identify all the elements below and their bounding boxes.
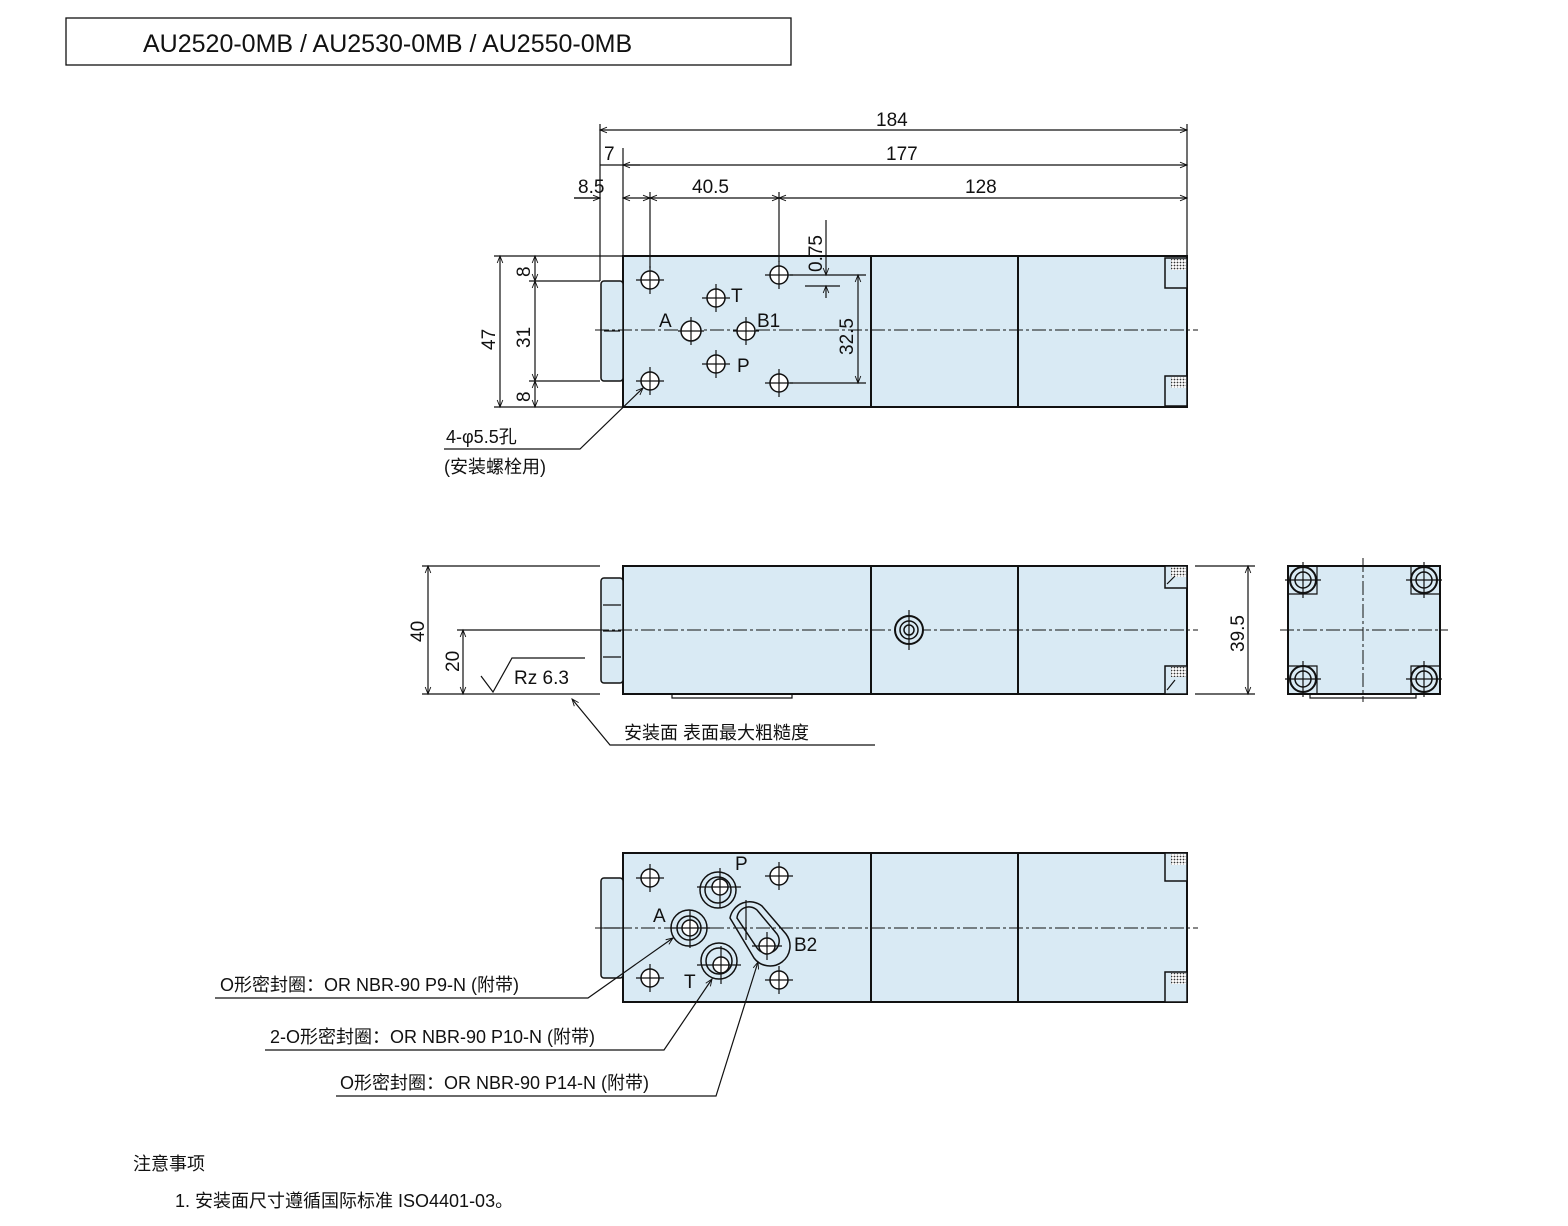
dim-31: 31	[514, 327, 535, 348]
title-box: AU2520-0MB / AU2530-0MB / AU2550-0MB	[65, 17, 792, 66]
side-view: 40 20 39.5 Rz 6.3 安装面 表面最大粗糙度	[408, 564, 1255, 746]
mounting-holes	[636, 261, 793, 397]
dim-8-top: 8	[514, 266, 535, 277]
dim-8-5: 8.5	[578, 177, 604, 198]
dim-40-5: 40.5	[692, 177, 729, 198]
port-label-p: P	[737, 356, 750, 377]
notes-heading: 注意事项	[133, 1154, 205, 1174]
title: AU2520-0MB / AU2530-0MB / AU2550-0MB	[143, 30, 632, 58]
dim-0-75: 0.75	[806, 235, 827, 272]
dim-47: 47	[479, 329, 500, 350]
mounting-holes-bottom	[636, 862, 793, 994]
dim-177: 177	[886, 144, 918, 165]
hole-note-sub: (安装螺栓用)	[444, 457, 546, 477]
dim-39-5: 39.5	[1228, 615, 1249, 652]
port-label-b1: B1	[757, 311, 780, 332]
seal-note-p9: O形密封圈：OR NBR-90 P9-N (附带)	[220, 975, 519, 995]
notes: 注意事项 1. 安装面尺寸遵循国际标准 ISO4401-03。	[133, 1154, 513, 1211]
port-label-a: A	[659, 311, 672, 332]
note-item: 1. 安装面尺寸遵循国际标准 ISO4401-03。	[175, 1191, 513, 1211]
dim-128: 128	[965, 177, 997, 198]
dim-7: 7	[604, 144, 615, 165]
roughness-symbol	[480, 657, 585, 694]
port-label-t-bottom: T	[684, 972, 696, 993]
hole-note: 4-φ5.5孔	[446, 427, 517, 447]
port-rings	[670, 868, 791, 984]
port-label-p-bottom: P	[735, 854, 748, 875]
dim-32-5: 32.5	[837, 318, 858, 355]
top-view: T A B1 P 184 7 177 8.5 40.5 128 47 8 31 …	[444, 110, 1198, 477]
end-bolts	[1285, 562, 1442, 697]
seal-note-p14: O形密封圈：OR NBR-90 P14-N (附带)	[340, 1073, 649, 1093]
valve-body	[622, 255, 1188, 408]
dim-40: 40	[408, 621, 429, 642]
end-view	[1280, 558, 1448, 702]
port-label-a-bottom: A	[653, 906, 666, 927]
port-label-b2: B2	[794, 935, 817, 956]
dim-8-bottom: 8	[514, 391, 535, 402]
roughness-value: Rz 6.3	[514, 668, 569, 689]
bottom-view: P A T B2 O形密封圈：OR NBR-90 P9-N (附带) 2-O形密…	[215, 852, 1198, 1097]
dim-20: 20	[443, 651, 464, 672]
surface-note: 安装面 表面最大粗糙度	[624, 723, 809, 743]
dim-184: 184	[876, 110, 908, 131]
seal-note-p10: 2-O形密封圈：OR NBR-90 P10-N (附带)	[270, 1027, 595, 1047]
port-label-t: T	[731, 286, 743, 307]
